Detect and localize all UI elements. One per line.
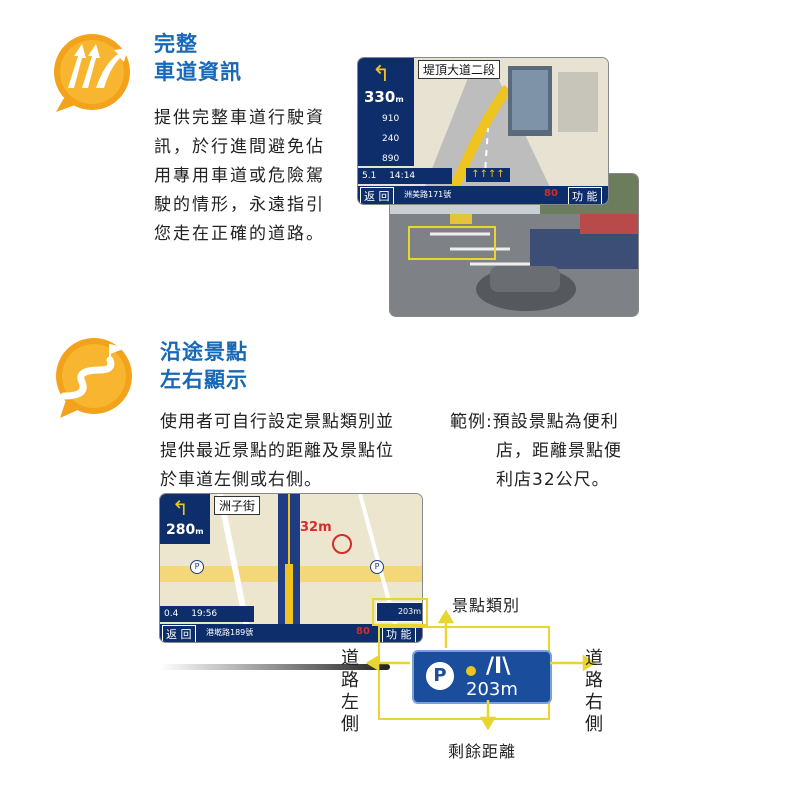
- parking-icon: P: [370, 560, 384, 574]
- text-line: 提供最近景點的距離及景點位: [160, 441, 394, 461]
- poi-dot-icon: [466, 666, 476, 676]
- poi-distance-label: 32m: [300, 520, 332, 535]
- road-lanes-icon: /I\: [486, 654, 511, 679]
- lane-guidance: ↑↑↑↑: [466, 168, 510, 182]
- text-line: 訊，於行進間避免佔: [154, 137, 325, 157]
- poi-callout-widget: P /I\ 203m: [412, 650, 552, 704]
- parking-icon: P: [424, 660, 456, 692]
- road-shadow: [160, 664, 390, 670]
- section2-title-line1: 沿途景點: [160, 340, 248, 364]
- road-left-side-label: 道 路 左 側: [341, 648, 359, 735]
- turn-left-arrow-icon: ↰: [372, 62, 391, 87]
- poi-small-widget: 203m: [376, 602, 422, 622]
- speed-limit: 80: [356, 626, 370, 637]
- status-bar: 0.4 19:56: [160, 606, 254, 622]
- text-line: 於車道左側或右側。: [160, 470, 322, 490]
- text-line: 提供完整車道行駛資: [154, 108, 325, 128]
- text-line: 駛的情形，永遠指引: [154, 195, 325, 215]
- road-right-side-label: 道 路 右 側: [585, 648, 603, 735]
- section1-title: 完整 車道資訊: [154, 30, 242, 86]
- section1-title-line1: 完整: [154, 32, 198, 56]
- next-step-4: 890: [382, 154, 400, 164]
- text-line: 用專用車道或危險駕: [154, 166, 325, 186]
- trip-distance: 0.4: [164, 609, 179, 619]
- text-line: 使用者可自行設定景點類別並: [160, 412, 394, 432]
- remaining-distance-label: 剩餘距離: [448, 742, 517, 761]
- section2-title-line2: 左右顯示: [160, 368, 248, 392]
- road-name: 洲美路171號: [404, 190, 452, 199]
- lane-highlight-box: [408, 226, 496, 260]
- trip-distance: 5.1: [362, 171, 377, 181]
- section2-description: 使用者可自行設定景點類別並 提供最近景點的距離及景點位 於車道左側或右側。: [160, 408, 440, 495]
- parking-icon: P: [190, 560, 204, 574]
- function-button[interactable]: 功 能: [568, 187, 602, 204]
- street-name-label: 洲子街: [214, 496, 261, 515]
- section2-title: 沿途景點 左右顯示: [160, 338, 248, 394]
- navigation-screen-poi: ↰ 280m 洲子街 32m P P 0.4 19:56 203m 返 回 港墘…: [160, 494, 422, 642]
- text-line: 範例:預設景點為便利: [450, 412, 619, 432]
- back-button[interactable]: 返 回: [360, 187, 394, 204]
- callout-distance: 203m: [466, 679, 518, 700]
- text-line: 店，距離景點便: [496, 441, 622, 461]
- poi-category-label: 景點類別: [452, 596, 521, 615]
- text-line: 利店32公尺。: [496, 470, 610, 490]
- turn-left-arrow-icon: ↰: [172, 496, 189, 520]
- navigation-screen-lane: ↰ 330m 910 240 890 堤頂大道二段 5.1 14:14 ↑↑↑↑…: [358, 58, 608, 204]
- clock: 14:14: [389, 171, 416, 181]
- road-name: 港墘路189號: [206, 628, 254, 637]
- section1-description: 提供完整車道行駛資 訊，於行進間避免佔 用專用車道或危險駕 駛的情形，永遠指引 …: [154, 104, 354, 249]
- section1-title-line2: 車道資訊: [154, 60, 242, 84]
- main-distance: 330m: [364, 88, 404, 106]
- turn-panel: ↰ 280m: [160, 494, 210, 544]
- bottom-bar: 返 回 港墘路189號 80 功 能: [160, 624, 422, 642]
- lane-info-badge-icon: [48, 28, 140, 116]
- street-name-label: 堤頂大道二段: [418, 60, 501, 79]
- speed-limit: 80: [544, 188, 558, 199]
- widget-highlight-box: [372, 598, 428, 626]
- clock: 19:56: [191, 609, 218, 619]
- main-distance: 280m: [166, 522, 204, 538]
- callout-arrows: [365, 609, 597, 731]
- text-line: 您走在正確的道路。: [154, 224, 325, 244]
- bottom-bar: 返 回 洲美路171號 80 功 能: [358, 186, 608, 204]
- next-step-2: 910: [382, 114, 400, 124]
- turn-panel: ↰ 330m 910 240 890: [358, 58, 414, 166]
- next-step-3: 240: [382, 134, 400, 144]
- section2-example: 範例:預設景點為便利 店，距離景點便 利店32公尺。: [450, 408, 650, 495]
- back-button[interactable]: 返 回: [162, 625, 196, 642]
- poi-route-badge-icon: [48, 330, 140, 422]
- status-bar: 5.1 14:14: [358, 168, 452, 184]
